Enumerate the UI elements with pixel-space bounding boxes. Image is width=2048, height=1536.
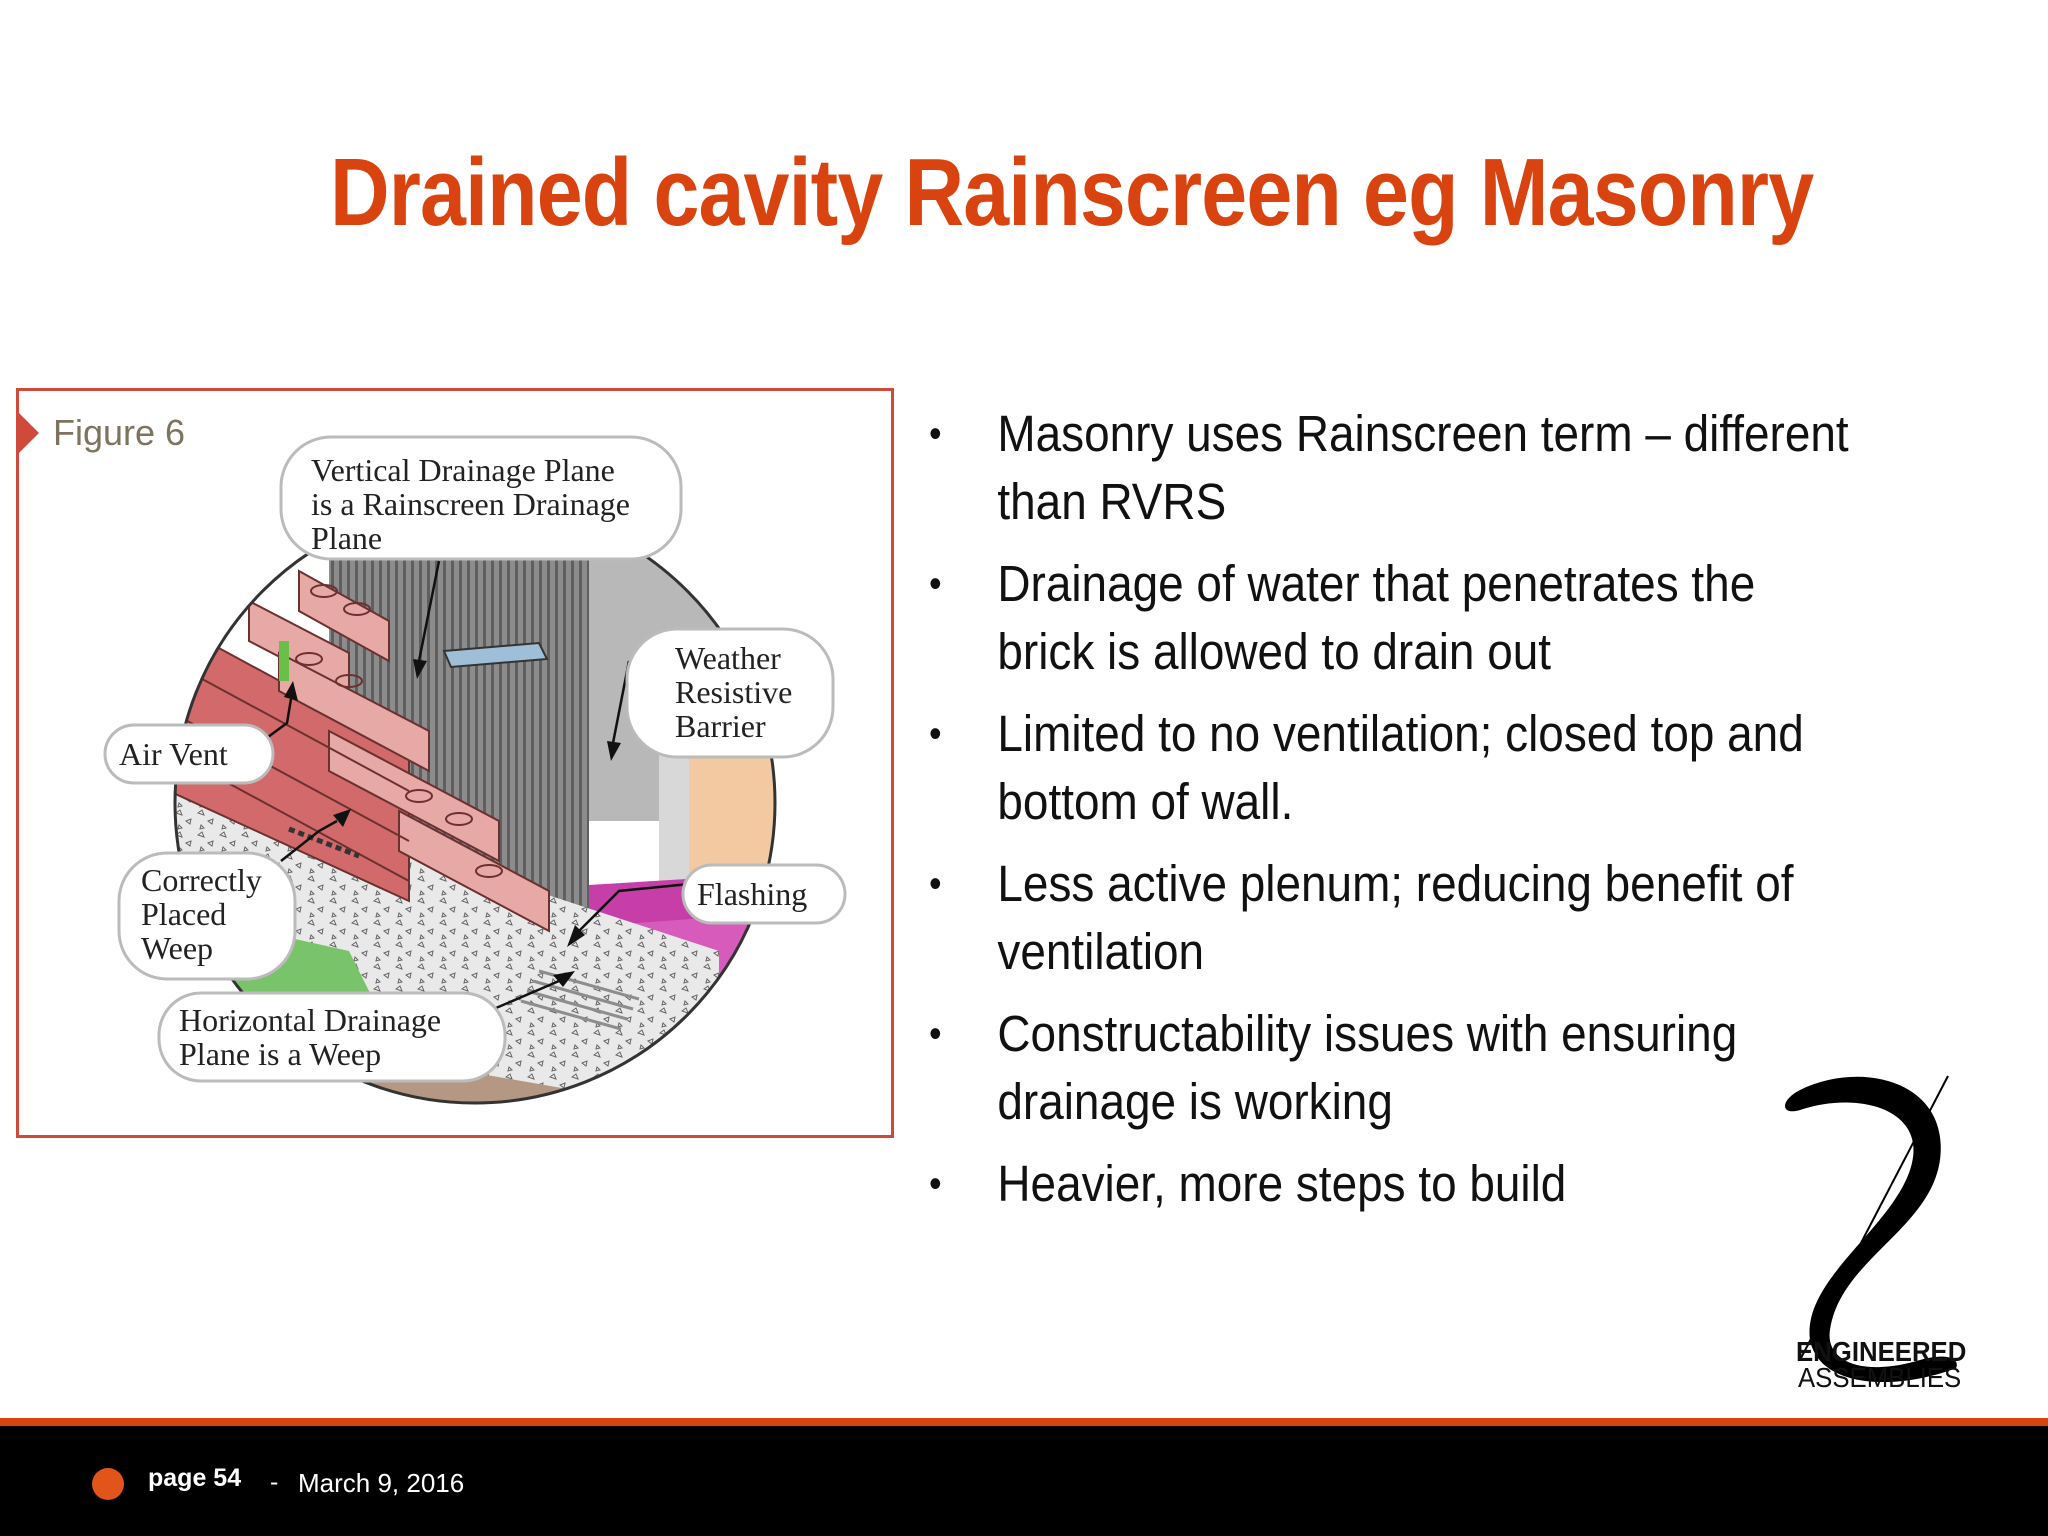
footer-bar (0, 1426, 2048, 1536)
callout-text: Flashing (697, 876, 807, 912)
bullet-item: •Masonry uses Rainscreen term – differen… (929, 405, 1849, 530)
callout-text: Horizontal Drainage (179, 1002, 441, 1038)
bullet-item: •Heavier, more steps to build (929, 1155, 1567, 1212)
callout-text: Placed (141, 896, 226, 932)
callout-text: Air Vent (119, 736, 228, 772)
callout-air-vent (103, 723, 275, 785)
callout-text: Plane (311, 520, 382, 556)
callout-text: Vertical Drainage Plane (311, 452, 615, 488)
logo-word-engineered: ENGINEERED (1796, 1336, 1967, 1367)
callout-text: Correctly (141, 862, 262, 898)
callout-flashing (681, 863, 847, 925)
callout-text: Weather (675, 640, 781, 676)
figure-6-panel: Figure 6 (16, 388, 894, 1138)
callout-horizontal-drainage (157, 991, 507, 1083)
masonry-rainscreen-illustration: Figure 6 (19, 412, 847, 1105)
callout-weather-barrier (625, 627, 835, 759)
footer-dot-icon (92, 1468, 124, 1500)
footer-separator: - (270, 1468, 279, 1496)
footer-accent-line (0, 1418, 2048, 1426)
callout-correctly-placed-weep (117, 851, 297, 981)
page-number: page 54 (148, 1464, 242, 1492)
callout-text: Weep (141, 930, 213, 966)
figure-label: Figure 6 (53, 412, 185, 453)
slide-date: March 9, 2016 (298, 1468, 465, 1498)
slide-title: Drained cavity Rainscreen eg Masonry (330, 139, 1814, 246)
callout-text: Barrier (675, 708, 766, 744)
callout-text: Resistive (675, 674, 792, 710)
bullet-list: •Masonry uses Rainscreen term – differen… (920, 400, 1920, 1232)
engineered-assemblies-logo-icon (1785, 1075, 1957, 1383)
bullet-item: •Limited to no ventilation; closed top a… (929, 705, 1804, 830)
callout-vertical-drainage (279, 435, 683, 561)
bullet-item: •Less active plenum; reducing benefit of… (929, 855, 1794, 980)
logo-word-assemblies: ASSEMBLIES (1798, 1362, 1962, 1393)
figure-marker-icon (19, 413, 39, 453)
callout-text: is a Rainscreen Drainage (311, 486, 630, 522)
callout-text: Plane is a Weep (179, 1036, 381, 1072)
